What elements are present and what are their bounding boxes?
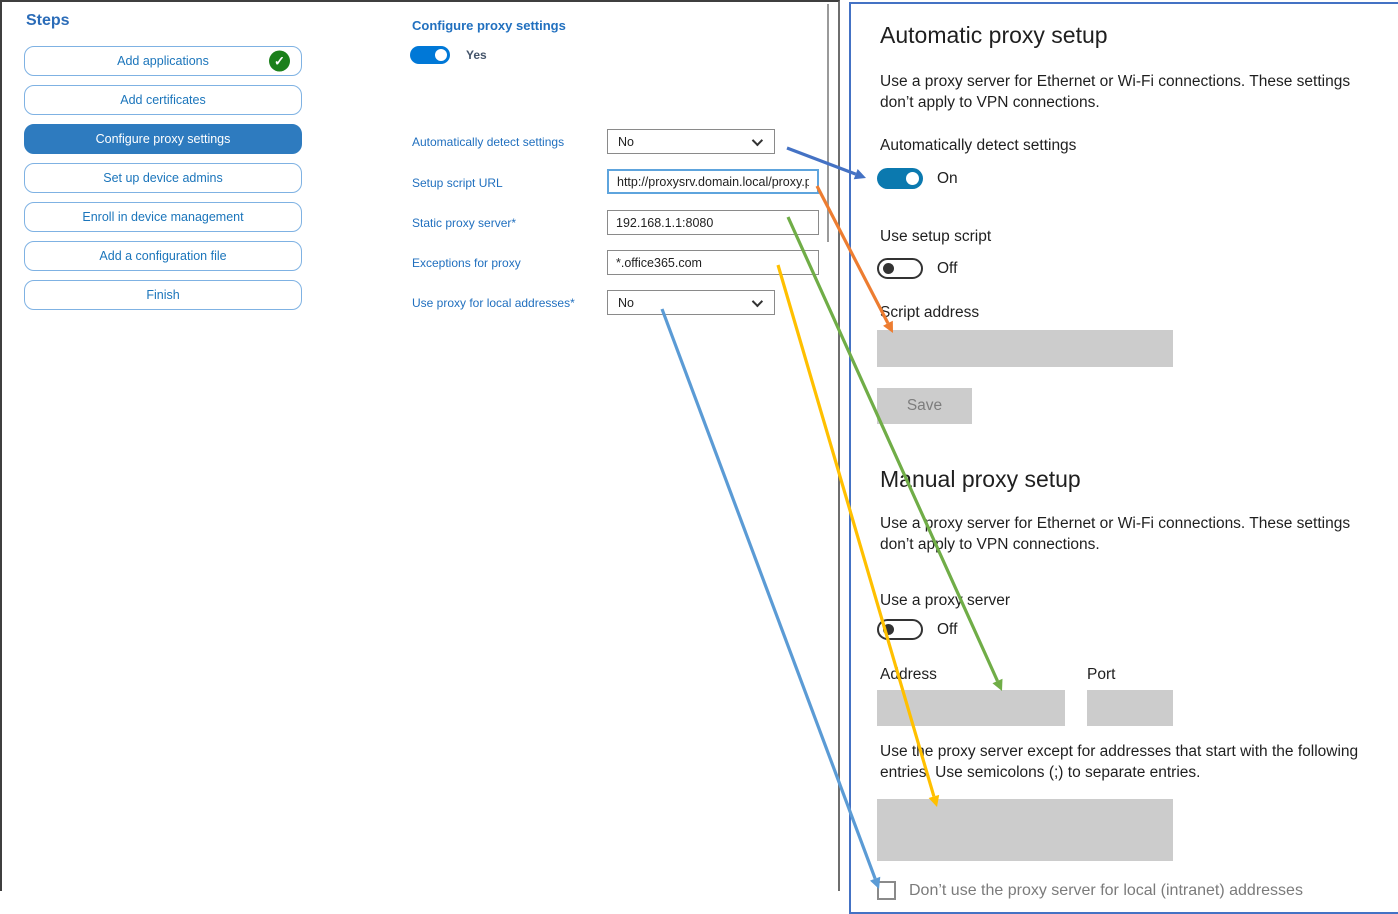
step-finish[interactable]: Finish	[24, 280, 302, 310]
field-label-detect: Automatically detect settings	[412, 135, 565, 149]
proxy-address-field[interactable]	[877, 690, 1065, 726]
configuration-designer-pane: Steps Add applications ✓ Add certificate…	[0, 0, 840, 891]
automatic-proxy-setup-heading: Automatic proxy setup	[880, 22, 1108, 48]
toggle-knob	[906, 172, 919, 185]
dropdown-value: No	[618, 134, 634, 149]
detect-settings-dropdown[interactable]: No	[607, 129, 775, 154]
local-intranet-checkbox[interactable]	[877, 881, 896, 900]
step-enroll-in-device-management[interactable]: Enroll in device management	[24, 202, 302, 232]
step-label: Enroll in device management	[82, 210, 244, 224]
use-setup-script-label: Use setup script	[880, 228, 992, 245]
manual-proxy-setup-heading: Manual proxy setup	[880, 466, 1081, 492]
step-add-certificates[interactable]: Add certificates	[24, 85, 302, 115]
automatic-proxy-description: Use a proxy server for Ethernet or Wi-Fi…	[880, 73, 1351, 111]
toggle-knob	[435, 49, 447, 61]
step-label: Add applications	[117, 54, 209, 68]
setup-script-url-input[interactable]	[607, 169, 819, 194]
chevron-down-icon	[751, 134, 764, 146]
step-configure-proxy-settings[interactable]: Configure proxy settings	[24, 124, 302, 154]
proxy-exceptions-field[interactable]	[877, 799, 1173, 861]
script-address-field[interactable]	[877, 330, 1173, 367]
field-label-exceptions: Exceptions for proxy	[412, 256, 521, 270]
field-label-script-url: Setup script URL	[412, 176, 503, 190]
toggle-state-label: Off	[937, 259, 958, 277]
use-setup-script-toggle[interactable]	[877, 258, 923, 279]
address-label: Address	[880, 666, 937, 683]
static-proxy-server-input[interactable]	[607, 210, 819, 235]
windows-settings-panel: Automatic proxy setup Use a proxy server…	[849, 2, 1398, 914]
manual-proxy-description: Use a proxy server for Ethernet or Wi-Fi…	[880, 515, 1351, 553]
save-button[interactable]: Save	[877, 388, 972, 424]
step-label: Configure proxy settings	[95, 132, 231, 146]
use-proxy-server-toggle[interactable]	[877, 619, 923, 640]
detect-settings-toggle[interactable]	[877, 168, 923, 189]
local-addresses-dropdown[interactable]: No	[607, 290, 775, 315]
proxy-exceptions-help: Use the proxy server except for addresse…	[880, 743, 1359, 781]
form-title: Configure proxy settings	[412, 18, 566, 33]
proxy-port-field[interactable]	[1087, 690, 1173, 726]
toggle-state-label: Off	[937, 620, 958, 638]
script-address-label: Script address	[880, 304, 980, 321]
step-label: Set up device admins	[103, 171, 223, 185]
toggle-state-label: On	[937, 169, 958, 187]
configure-proxy-toggle[interactable]	[410, 46, 450, 64]
step-add-applications[interactable]: Add applications ✓	[24, 46, 302, 76]
local-intranet-checkbox-label: Don’t use the proxy server for local (in…	[909, 882, 1303, 899]
field-label-local-addresses: Use proxy for local addresses*	[412, 296, 575, 310]
port-label: Port	[1087, 666, 1116, 683]
completed-check-icon: ✓	[269, 50, 290, 72]
detect-settings-label: Automatically detect settings	[880, 137, 1077, 154]
steps-heading: Steps	[26, 12, 70, 29]
toggle-state-label: Yes	[466, 48, 487, 62]
step-label: Add certificates	[120, 93, 206, 107]
field-label-static-proxy: Static proxy server*	[412, 216, 517, 230]
use-proxy-server-label: Use a proxy server	[880, 592, 1011, 609]
toggle-knob	[883, 624, 894, 635]
chevron-down-icon	[751, 295, 764, 307]
step-set-up-device-admins[interactable]: Set up device admins	[24, 163, 302, 193]
step-label: Finish	[146, 288, 180, 302]
step-add-a-configuration-file[interactable]: Add a configuration file	[24, 241, 302, 271]
proxy-exceptions-input[interactable]	[607, 250, 819, 275]
dropdown-value: No	[618, 295, 634, 310]
scrollbar-thumb[interactable]	[827, 4, 829, 242]
step-label: Add a configuration file	[99, 249, 227, 263]
toggle-knob	[883, 263, 894, 274]
